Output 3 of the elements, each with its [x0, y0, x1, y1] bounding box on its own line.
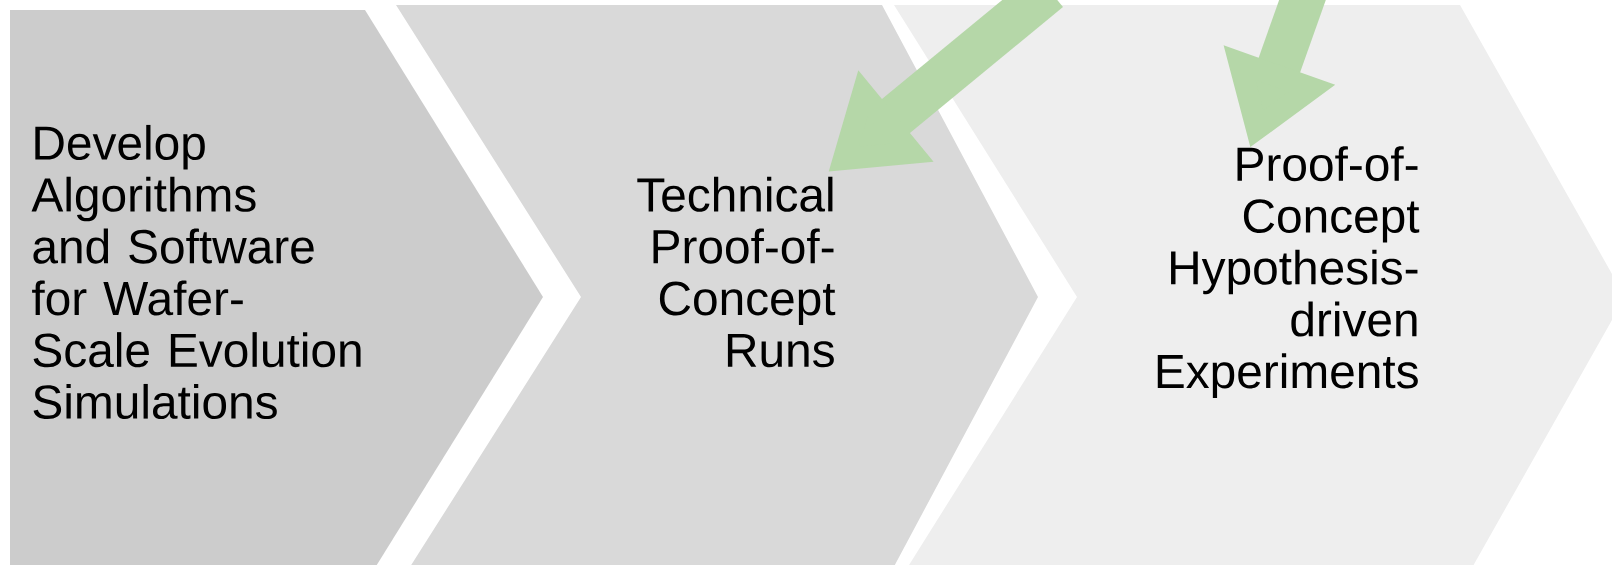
- step-label: Technical Proof-of-Concept Runs: [637, 176, 836, 368]
- step-label: Develop Algorithms and Software for Wafer-Scale Evolution Simulations: [31, 124, 361, 420]
- step-label: Proof-of-Concept Hypothesis-driven Experiments: [1157, 146, 1420, 398]
